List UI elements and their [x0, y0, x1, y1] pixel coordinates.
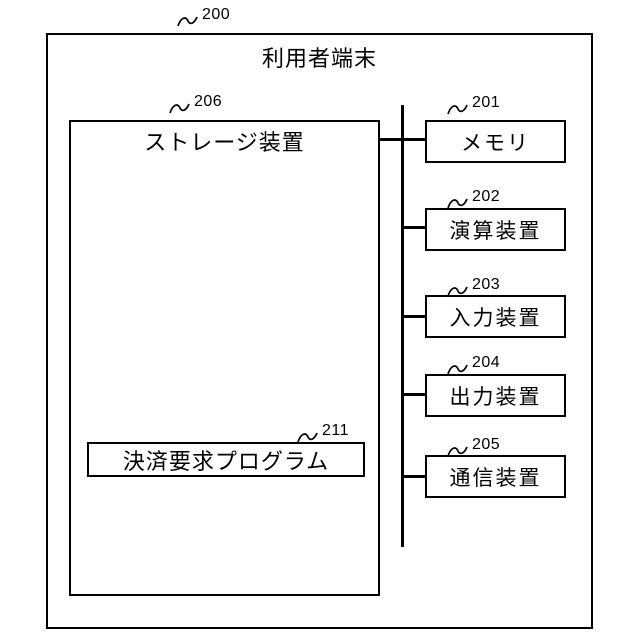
input-device-box: 入力装置: [425, 295, 566, 338]
ref-label-205: 205: [446, 437, 500, 458]
reference-squiggle-icon: [447, 198, 468, 209]
ref-label-204: 204: [446, 355, 500, 376]
connector-processor: [402, 226, 425, 229]
connector-input-device: [402, 315, 425, 318]
ref-label-200: 200: [176, 7, 230, 28]
bus-line: [401, 105, 404, 547]
payment-request-program-box: 決済要求プログラム: [87, 442, 365, 477]
storage-device-box: [69, 120, 380, 596]
ref-label-206: 206: [168, 94, 222, 115]
communication-device-label: 通信装置: [449, 466, 542, 490]
reference-squiggle-icon: [447, 446, 468, 457]
output-device-label: 出力装置: [449, 385, 542, 409]
connector-output-device: [402, 393, 425, 396]
ref-label-202: 202: [446, 189, 500, 210]
connector-storage-memory: [380, 138, 425, 141]
payment-request-program-label: 決済要求プログラム: [122, 448, 330, 474]
reference-squiggle-icon: [177, 16, 198, 27]
reference-squiggle-icon: [447, 286, 468, 297]
processor-box: 演算装置: [425, 208, 566, 251]
ref-number: 202: [472, 188, 501, 205]
processor-label: 演算装置: [449, 219, 542, 243]
ref-number: 204: [472, 354, 501, 371]
memory-label: メモリ: [461, 131, 530, 155]
ref-number: 205: [472, 436, 501, 453]
storage-device-label: ストレージ装置: [144, 130, 305, 155]
ref-number: 206: [194, 93, 223, 110]
ref-label-211: 211: [296, 423, 349, 444]
ref-number: 211: [322, 422, 350, 439]
user-terminal-title: 利用者端末: [261, 46, 377, 71]
ref-label-201: 201: [446, 95, 500, 116]
reference-squiggle-icon: [447, 364, 468, 375]
connector-communication-device: [402, 475, 425, 478]
ref-number: 200: [202, 6, 231, 23]
ref-number: 203: [472, 276, 501, 293]
ref-label-203: 203: [446, 277, 500, 298]
reference-squiggle-icon: [297, 432, 318, 443]
ref-number: 201: [472, 94, 501, 111]
memory-box: メモリ: [425, 120, 566, 163]
input-device-label: 入力装置: [449, 306, 542, 330]
reference-squiggle-icon: [447, 104, 468, 115]
output-device-box: 出力装置: [425, 374, 566, 417]
reference-squiggle-icon: [169, 103, 190, 114]
communication-device-box: 通信装置: [425, 455, 566, 498]
